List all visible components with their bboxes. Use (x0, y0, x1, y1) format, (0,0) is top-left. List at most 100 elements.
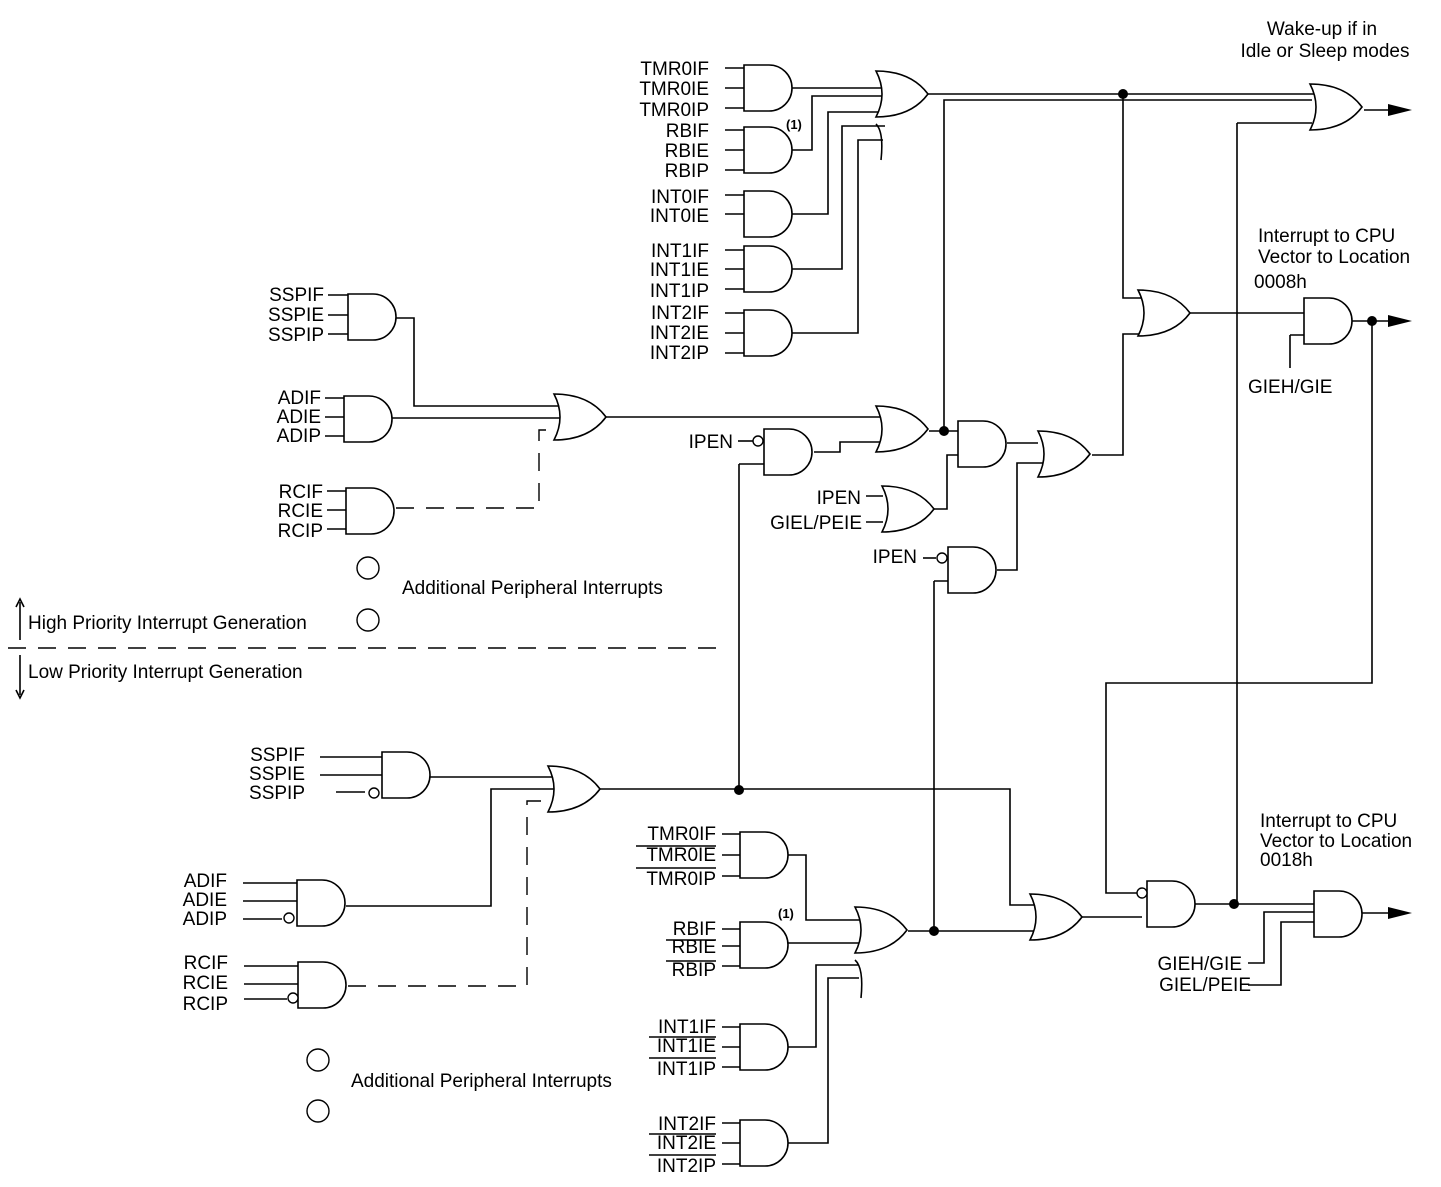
low-int1-labels: INT1IF INT1IE INT1IP (657, 1017, 716, 1080)
label-low-adie: ADIE (183, 890, 227, 911)
high-vector-wires (1105, 312, 1388, 894)
giel-peie-label-1: GIEL/PEIE (770, 513, 862, 534)
high-ssp-labels: SSPIF SSPIE SSPIP (268, 285, 324, 346)
label-low-sspie: SSPIE (249, 764, 305, 785)
or-gate-ipen-giel (881, 485, 935, 533)
and-gate-low-vector (1313, 890, 1363, 938)
and-gate-rc-low (297, 961, 347, 1009)
ipen-label-1: IPEN (689, 432, 733, 453)
label-low-int2ip: INT2IP (657, 1156, 716, 1177)
high-source-wires (725, 67, 888, 354)
high-priority-section-label: High Priority Interrupt Generation (28, 613, 307, 634)
label-int1ip: INT1IP (650, 281, 709, 302)
label-adie: ADIE (277, 407, 321, 428)
label-int0ie: INT0IE (650, 206, 709, 227)
low-vector-wires (1195, 903, 1388, 986)
or-gate-extension (875, 123, 883, 161)
label-low-tmr0if: TMR0IF (647, 824, 716, 845)
and-gate-int0 (743, 190, 793, 238)
high-vector-label-line3: 0008h (1254, 272, 1307, 293)
inverter-bubble (936, 552, 948, 564)
label-low-int1if: INT1IF (658, 1017, 716, 1038)
high-int2-labels: INT2IF INT2IE INT2IP (650, 303, 709, 364)
high-peripheral-wires (325, 294, 880, 530)
and-gate-ad-high (343, 395, 393, 443)
junction-dot (734, 785, 744, 795)
label-rcif: RCIF (279, 482, 323, 503)
ipen-label-2: IPEN (817, 488, 861, 509)
inverted-overbars (636, 845, 716, 1156)
and-gate-rb-high (743, 126, 793, 174)
label-rcip: RCIP (278, 521, 323, 542)
low-source-wires (722, 833, 1142, 1165)
junction-dot (929, 926, 939, 936)
junction-dot (1229, 899, 1239, 909)
label-rcie: RCIE (278, 501, 323, 522)
low-priority-section-label: Low Priority Interrupt Generation (28, 662, 303, 683)
low-tmr0-labels: TMR0IF TMR0IE TMR0IP (646, 824, 716, 890)
and-gate-low-enable (1146, 880, 1196, 928)
additional-interrupts-label-high: Additional Peripheral Interrupts (402, 578, 663, 599)
or-gate-wake-up (1309, 83, 1363, 131)
or-gate-vector (1037, 430, 1091, 478)
high-int0-labels: INT0IF INT0IE (650, 187, 709, 227)
and-gate-rc-high (345, 487, 395, 535)
inverter-bubble (1136, 887, 1148, 899)
and-gate-int2-low (739, 1119, 789, 1167)
low-rc-labels: RCIF RCIE RCIP (183, 953, 228, 1015)
and-gate-tmr0-low (739, 831, 789, 879)
and-gate-int1-high (743, 245, 793, 293)
label-low-int1ip: INT1IP (657, 1059, 716, 1080)
low-rb-labels: RBIF RBIE RBIP (672, 919, 716, 981)
wake-up-wires (928, 93, 1388, 904)
high-vector-label-line1: Interrupt to CPU (1258, 226, 1395, 247)
note-marker-low: (1) (778, 906, 794, 921)
additional-interrupts-label-low: Additional Peripheral Interrupts (351, 1071, 612, 1092)
label-low-adip: ADIP (183, 909, 227, 930)
additional-interrupt-circle (356, 556, 380, 580)
label-low-int2ie: INT2IE (657, 1133, 716, 1154)
and-gate-ad-low (296, 879, 346, 927)
and-gate-rb-low (739, 921, 789, 969)
label-int0if: INT0IF (651, 187, 709, 208)
inverter-bubble (283, 912, 295, 924)
additional-interrupt-circle (356, 608, 380, 632)
label-low-sspif: SSPIF (250, 745, 305, 766)
low-vector-label-line3: 0018h (1260, 850, 1313, 871)
label-sspie: SSPIE (268, 305, 324, 326)
low-vector-output-arrow (1388, 907, 1412, 919)
label-int2if: INT2IF (651, 303, 709, 324)
or-gate-extension (854, 959, 863, 999)
high-tmr0-labels: TMR0IF TMR0IE TMR0IP (639, 59, 709, 121)
wake-up-label-line2: Idle or Sleep modes (1241, 41, 1410, 62)
priority-divider (8, 597, 720, 700)
label-low-int2if: INT2IF (658, 1114, 716, 1135)
and-gate-int1-low (739, 1023, 789, 1071)
inverter-bubble (752, 435, 764, 447)
additional-interrupt-circle (306, 1099, 330, 1123)
or-gate-low-combine (1029, 893, 1083, 941)
and-gate-int2-high (743, 309, 793, 357)
high-rc-labels: RCIF RCIE RCIP (278, 482, 323, 542)
wake-up-label-line1: Wake-up if in (1267, 19, 1377, 40)
low-ssp-labels: SSPIF SSPIE SSPIP (249, 745, 305, 804)
and-gate-ipen-high (763, 428, 813, 476)
giel-peie-label-2: GIEL/PEIE (1159, 975, 1251, 996)
label-int1ie: INT1IE (650, 260, 709, 281)
note-marker-high: (1) (786, 117, 802, 132)
label-sspip: SSPIP (268, 325, 324, 346)
junction-dot (1367, 316, 1377, 326)
junction-dot (939, 426, 949, 436)
or-gate-high-combine (875, 405, 929, 453)
high-vector-label-line2: Vector to Location (1258, 247, 1410, 268)
label-tmr0ip: TMR0IP (639, 100, 709, 121)
label-low-rbip: RBIP (672, 960, 716, 981)
label-low-tmr0ie: TMR0IE (646, 845, 716, 866)
or-gate-low-peripheral (547, 765, 601, 813)
label-rbif: RBIF (666, 121, 709, 142)
label-int1if: INT1IF (651, 241, 709, 262)
inverter-bubble (287, 992, 299, 1004)
junction-dots (734, 89, 1377, 936)
label-rbip: RBIP (665, 161, 709, 182)
